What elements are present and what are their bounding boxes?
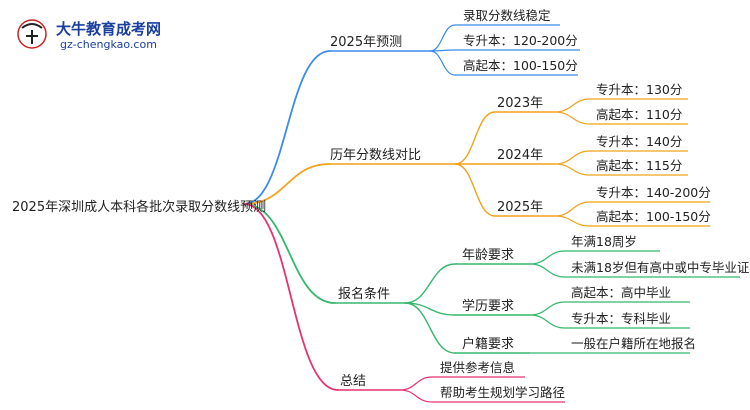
leaf-2024-gqb: 高起本：115分 bbox=[596, 158, 682, 173]
link-root-history bbox=[243, 163, 331, 205]
branch-requirements: 报名条件 bbox=[338, 286, 390, 302]
year-2025: 2025年 bbox=[497, 200, 543, 215]
link-group-1-leaf-1 bbox=[529, 314, 566, 329]
link-group-0-leaf-0 bbox=[529, 250, 566, 265]
link-summary-leaf-1 bbox=[399, 389, 433, 403]
link-summary-leaf-0 bbox=[399, 376, 433, 391]
leaf-2023-gqb: 高起本：110分 bbox=[596, 107, 682, 122]
link-history-year-0 bbox=[454, 111, 496, 165]
leaf-2025-gqb: 高起本：100-150分 bbox=[596, 209, 711, 224]
mascot-icon bbox=[17, 19, 47, 49]
group-age: 年龄要求 bbox=[462, 248, 514, 263]
link-group-1-leaf-0 bbox=[529, 301, 566, 316]
leaf-forecast-gqb: 高起本：100-150分 bbox=[463, 58, 578, 73]
link-root-requirements bbox=[243, 203, 336, 304]
link-group-0-leaf-1 bbox=[529, 263, 566, 278]
leaf-edu-gqb: 高起本：高中毕业 bbox=[571, 285, 671, 300]
logo-name: 大牛教育成考网 bbox=[56, 20, 161, 38]
leaf-forecast-zsb: 专升本：120-200分 bbox=[463, 33, 578, 48]
logo-url: gz-chengkao.com bbox=[60, 38, 157, 51]
link-year-0-leaf-0 bbox=[554, 98, 591, 113]
group-education: 学历要求 bbox=[462, 298, 514, 314]
link-forecast-leaf-2 bbox=[429, 50, 456, 76]
leaf-household: 一般在户籍所在地报名 bbox=[571, 336, 696, 351]
leaf-2024-zsb: 专升本：140分 bbox=[596, 134, 682, 149]
leaf-age-under18: 未满18岁但有高中或中专毕业证 bbox=[571, 260, 750, 275]
group-household: 户籍要求 bbox=[462, 336, 514, 352]
link-root-summary bbox=[243, 203, 339, 391]
leaf-summary-plan: 帮助考生规划学习路径 bbox=[440, 385, 565, 400]
leaf-edu-zsb: 专升本：专科毕业 bbox=[571, 311, 671, 326]
link-history-year-2 bbox=[454, 163, 496, 217]
link-year-2-leaf-1 bbox=[554, 215, 591, 227]
leaf-2025-zsb: 专升本：140-200分 bbox=[596, 185, 711, 200]
branch-summary: 总结 bbox=[340, 374, 366, 389]
link-year-1-leaf-0 bbox=[554, 150, 591, 165]
mindmap-nodes: 2025年深圳成人本科各批次录取分数线预测 2025年预测 录取分数线稳定 专升… bbox=[12, 8, 750, 400]
link-req-group-0 bbox=[404, 263, 456, 304]
link-year-2-leaf-0 bbox=[554, 201, 591, 217]
year-2023: 2023年 bbox=[497, 96, 543, 111]
leaf-summary-info: 提供参考信息 bbox=[440, 360, 515, 375]
mindmap-links bbox=[243, 24, 740, 403]
leaf-forecast-stable: 录取分数线稳定 bbox=[463, 8, 551, 23]
branch-history: 历年分数线对比 bbox=[330, 148, 421, 163]
root-topic: 2025年深圳成人本科各批次录取分数线预测 bbox=[12, 199, 266, 215]
logo: 大牛教育成考网 gz-chengkao.com bbox=[17, 19, 161, 51]
year-2024: 2024年 bbox=[497, 148, 543, 163]
branch-2025-forecast: 2025年预测 bbox=[330, 35, 402, 50]
leaf-2023-zsb: 专升本：130分 bbox=[596, 82, 682, 97]
link-year-0-leaf-1 bbox=[554, 111, 591, 125]
link-forecast-leaf-0 bbox=[429, 24, 456, 52]
leaf-age-18: 年满18周岁 bbox=[571, 234, 637, 249]
link-year-1-leaf-1 bbox=[554, 163, 591, 176]
link-req-group-2 bbox=[404, 302, 456, 354]
link-root-forecast bbox=[243, 50, 331, 205]
